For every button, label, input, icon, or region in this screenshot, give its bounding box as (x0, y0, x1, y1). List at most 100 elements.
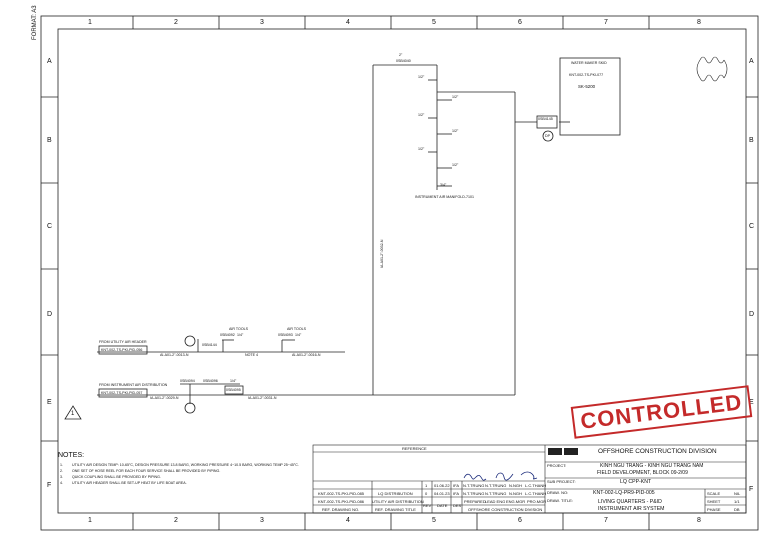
utility-from-label: FROM UTILITY AIR HEADER (99, 340, 147, 344)
rev-1-eng: N.NGH (509, 483, 522, 488)
col-label-4: 4 (346, 19, 350, 26)
revision-marker: 1 (71, 411, 75, 417)
rev-0-chk: N.T.TRUNG (485, 491, 507, 496)
air-tools-1-tag: 0SB4092 (220, 333, 235, 337)
valve-box-label: 0SB4145 (538, 117, 553, 121)
utility-line-2: AI-A01-2"-0016-N (292, 353, 321, 357)
col-label-8-bottom: 8 (697, 517, 701, 524)
project-label: PROJECT: (547, 463, 567, 468)
instr-line-2: IA-A01-2"-0031-N (248, 396, 277, 400)
branch-5-label: 1/2" (418, 147, 425, 151)
instr-tag-box (224, 385, 244, 395)
drawing-title-2: INSTRUMENT AIR SYSTEM (598, 506, 665, 512)
air-tools-1-size: 1/4" (237, 333, 244, 337)
top-tag-label: 0SB4040 (396, 59, 411, 63)
note-number-1: 1. (60, 463, 63, 467)
row-label-f: F (47, 482, 52, 489)
sheet-label: SHEET (707, 499, 721, 504)
branch-2-label: 1/2" (452, 95, 459, 99)
ref-1-title: LQ DISTRIBUTION (378, 491, 413, 496)
note-number-4: 4. (60, 481, 63, 485)
note-3: QUICK COUPLING SHALL BE PROVIDED BY PIPI… (72, 475, 161, 479)
water-maker-box (559, 57, 621, 136)
instr-sp: 1/4" (230, 379, 237, 383)
ref-2-no: KNT-002-TS-PKI-PID-086 (318, 499, 365, 504)
title-block-frame (312, 444, 747, 514)
rev-head-chk: LEAD ENG (485, 499, 506, 504)
instr-tag-a: 0SB4094 (180, 379, 195, 383)
utility-note: NOTE 4 (245, 353, 258, 357)
reference-heading: REFERENCE (402, 446, 427, 451)
rev-1-date: 01.06.22 (434, 483, 450, 488)
instr-tag-c: 0SB4096 (203, 379, 218, 383)
row-label-c: C (47, 223, 53, 230)
subproject-label: SUB PROJECT: (547, 479, 576, 484)
ref-col-title: REF. DRAWING TITLE (375, 507, 416, 512)
col-label-2: 2 (174, 19, 178, 26)
row-label-f-right: F (749, 486, 754, 493)
row-label-d-right: D (749, 311, 755, 318)
utility-instrument-bubble (184, 335, 196, 347)
branch-1-label: 1/2" (418, 75, 425, 79)
ref-2-title: UTILITY AIR DISTRIBUTION (372, 499, 424, 504)
utility-from-box (98, 345, 148, 355)
water-maker-ref: KNT-002-TS-PKI-077 (569, 73, 604, 77)
rev-1-desc: IFA (453, 483, 460, 488)
air-tools-1: AIR TOOLS (229, 327, 249, 331)
scale-value: NIL (734, 491, 741, 496)
rev-0-eng: N.NGH (509, 491, 522, 496)
branch-3-label: 1/2" (418, 113, 425, 117)
col-label-8: 8 (697, 19, 701, 26)
subproject: LQ CPP-KNT (620, 479, 652, 485)
col-label-4-bottom: 4 (346, 517, 350, 524)
col-label-2-bottom: 2 (174, 517, 178, 524)
col-label-6-bottom: 6 (518, 517, 522, 524)
col-label-7-bottom: 7 (604, 517, 608, 524)
scale-label: SCALE (707, 491, 721, 496)
rev-0-app: L.C.THANH (525, 491, 547, 496)
ref-col-no: REF. DRAWING NO. (322, 507, 360, 512)
phase-value: DB (734, 507, 740, 512)
drawing-no: KNT-002-LQ-PR9-PID-005 (593, 490, 655, 496)
rev-head-app: PRO.MGR (527, 499, 547, 504)
rev-0-date: 04.01.23 (434, 491, 450, 496)
project-line-2: FIELD DEVELOPMENT, BLOCK 09-2/09 (597, 470, 688, 476)
dp-valve-circle (542, 130, 554, 142)
notes-heading: NOTES: (58, 452, 85, 459)
note-2: ONE SET OF HOSE REEL FOR EACH FOUR SERVI… (72, 469, 221, 473)
air-tools-2: AIR TOOLS (287, 327, 307, 331)
instr-from-label: FROM INSTRUMENT AIR DISTRIBUTION (99, 383, 168, 387)
water-maker-tag: SK-5200 (578, 84, 596, 89)
signatures (463, 471, 538, 481)
drawing-no-label: DRAW. NO: (547, 490, 569, 495)
top-size-label: 2" (399, 53, 403, 57)
valve-tag-box (536, 115, 558, 129)
rev-0-desc: IFA (453, 491, 460, 496)
row-label-a: A (47, 58, 52, 65)
row-label-e-right: E (749, 399, 754, 406)
row-label-a-right: A (749, 58, 754, 65)
project-line-1: KINH NGU TRANG - KINH NGU TRANG NAM (600, 463, 704, 469)
branch-6-label: 1/2" (452, 163, 459, 167)
col-label-3: 3 (260, 19, 264, 26)
col-label-7: 7 (604, 19, 608, 26)
phase-label: PHASE (707, 507, 721, 512)
company-footer: OFFSHORE CONSTRUCTION DIVISION (468, 507, 543, 512)
drawing-title-1: LIVING QUARTERS - P&ID (598, 499, 662, 505)
col-label-3-bottom: 3 (260, 517, 264, 524)
division-name: OFFSHORE CONSTRUCTION DIVISION (598, 448, 717, 455)
rev-1-chk: N.T.TRUNG (485, 483, 507, 488)
air-tools-2-tag: 0SB4093 (278, 333, 293, 337)
bottom-branch-label: 3/4" (440, 183, 447, 187)
row-label-e: E (47, 399, 52, 406)
col-label-1-bottom: 1 (88, 517, 92, 524)
rev-1-no: 1 (425, 483, 428, 488)
rev-head-rev: REV (423, 503, 432, 508)
utility-line-1: AI-A01-2"-0013-N (160, 353, 189, 357)
note-number-2: 2. (60, 469, 63, 473)
note-1: UTILITY AIR DESIGN TEMP: 10-65°C, DESIGN… (72, 463, 299, 467)
col-label-6: 6 (518, 19, 522, 26)
rev-head-eng: ENG.MGR (506, 499, 526, 504)
rev-head-date: DATE (437, 503, 448, 508)
